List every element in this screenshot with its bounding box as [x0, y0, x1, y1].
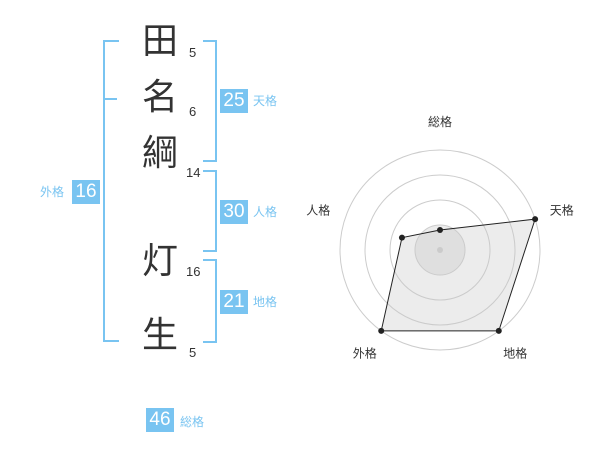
- gaikaku-label: 外格: [40, 185, 65, 199]
- radar-axis-label-3: 地格: [503, 346, 527, 361]
- chikaku-label: 地格: [253, 295, 278, 309]
- tenkaku-score: 25: [220, 89, 248, 113]
- radar-data-polygon: [380, 218, 536, 332]
- jinkaku-score: 30: [220, 200, 248, 224]
- name-char-1: 田: [141, 21, 178, 62]
- tenkaku-bracket: [203, 40, 217, 162]
- soukaku-score: 46: [146, 408, 174, 432]
- radar-point-4: [378, 327, 385, 334]
- stroke-count-4: 16: [186, 264, 201, 279]
- jinkaku-bracket: [203, 170, 217, 252]
- gaikaku-score: 16: [72, 180, 100, 204]
- radar-point-1: [437, 227, 443, 233]
- name-char-2: 名: [141, 77, 178, 118]
- radar-ring-3: [364, 174, 516, 326]
- radar-point-2: [532, 216, 539, 223]
- stroke-count-5: 5: [189, 345, 197, 360]
- stroke-count-1: 5: [189, 45, 197, 60]
- radar-point-3: [495, 327, 502, 334]
- radar-axis-label-4: 外格: [353, 346, 377, 361]
- stroke-count-2: 6: [189, 104, 197, 119]
- name-char-5: 生: [141, 315, 178, 356]
- jinkaku-label: 人格: [253, 205, 278, 219]
- radar-axis-label-1: 総格: [428, 114, 452, 129]
- tenkaku-label: 天格: [253, 94, 278, 108]
- radar-ring-4: [339, 149, 541, 351]
- radar-axis-label-5: 人格: [306, 202, 330, 217]
- gaikaku-bracket: [103, 40, 119, 342]
- name-char-4: 灯: [141, 241, 178, 282]
- chikaku-bracket: [203, 259, 217, 343]
- gaikaku-bracket-tick: [103, 98, 117, 100]
- chikaku-score: 21: [220, 290, 248, 314]
- stroke-count-3: 14: [186, 165, 201, 180]
- radar-ring-2: [389, 199, 491, 301]
- radar-center-dot: [437, 247, 443, 253]
- soukaku-label: 総格: [180, 415, 205, 429]
- radar-axis-label-2: 天格: [550, 202, 574, 217]
- name-char-3: 綱: [141, 133, 178, 174]
- radar-point-5: [398, 234, 405, 241]
